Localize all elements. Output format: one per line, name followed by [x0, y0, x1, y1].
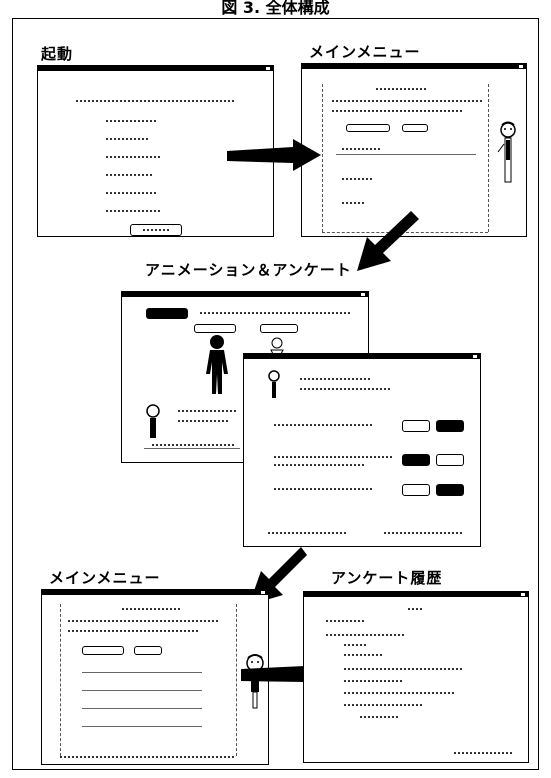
menu-button-2 [402, 124, 428, 132]
startup-confirm-button [130, 224, 182, 236]
label-startup: 起動 [41, 43, 73, 64]
survey-q1-option-a [402, 420, 430, 432]
animation-header-button [146, 308, 188, 319]
survey-question-1 [274, 424, 374, 426]
title-bar [122, 292, 368, 297]
survey-q2-option-b [436, 454, 464, 466]
startup-option-3 [106, 156, 160, 158]
window-main-menu-bottom [41, 589, 269, 765]
survey-q2-option-a [402, 454, 430, 466]
label-main-menu-top: メインメニュー [309, 41, 421, 62]
title-bar [302, 64, 526, 69]
title-bar [304, 592, 528, 597]
startup-option-6 [106, 210, 162, 212]
startup-option-1 [106, 120, 156, 122]
survey-character-icon [266, 370, 284, 402]
title-bar [244, 354, 480, 359]
figure-caption: 図 3. 全体構成 [0, 0, 551, 18]
survey-q3-option-a [402, 484, 430, 496]
menu-title [376, 88, 426, 90]
small-character-icon [144, 404, 164, 442]
survey-question-3 [274, 488, 374, 490]
arrow-down-left-icon [353, 209, 413, 273]
label-animation-survey: アニメーション＆アンケート [145, 259, 352, 280]
startup-option-5 [106, 192, 158, 194]
survey-q1-option-b [436, 420, 464, 432]
title-bar [38, 66, 273, 71]
arrow-right-icon [227, 139, 323, 179]
window-survey-history [303, 591, 529, 763]
guide-character-icon [496, 122, 520, 202]
diagram-frame: 起動 メインメニュー [12, 18, 539, 770]
survey-q3-option-b [436, 484, 464, 496]
survey-question-2 [274, 456, 394, 458]
window-main-menu-top [301, 63, 527, 237]
menu-button-1 [346, 124, 390, 132]
window-survey [243, 353, 481, 547]
label-survey-history: アンケート履歴 [331, 567, 442, 588]
title-bar [42, 590, 268, 595]
person-dark-icon [202, 334, 232, 396]
startup-option-2 [106, 138, 150, 140]
label-main-menu-bottom: メインメニュー [49, 567, 161, 588]
startup-instruction [76, 100, 236, 102]
startup-option-4 [106, 174, 152, 176]
